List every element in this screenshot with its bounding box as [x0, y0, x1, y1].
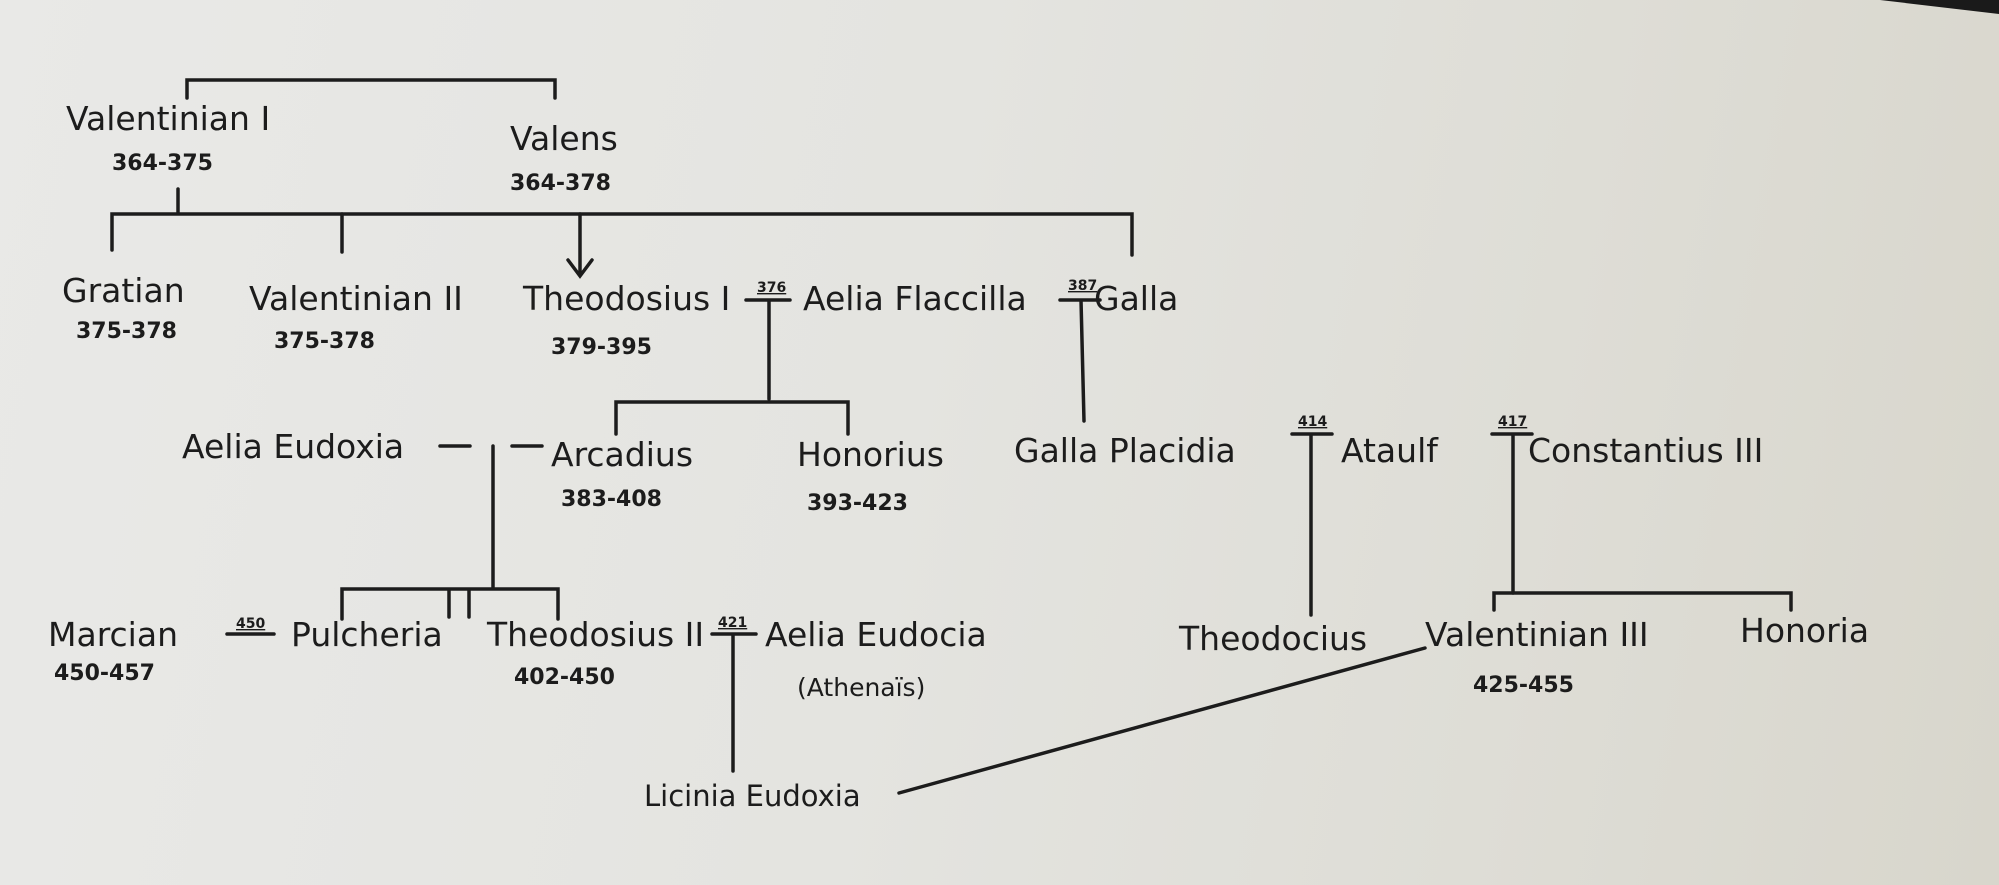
- reign-valentinian-i: 364-375: [112, 151, 213, 176]
- reign-honorius: 393-423: [807, 491, 908, 516]
- alias-athenais: (Athenaïs): [797, 673, 925, 702]
- reign-valentinian-ii: 375-378: [274, 329, 375, 354]
- person-valentinian-iii: Valentinian III: [1425, 615, 1649, 654]
- arcadius-honorius-bracket: [614, 400, 850, 436]
- marriage-year-414: 414: [1298, 414, 1327, 430]
- constantius-children-bracket: [1492, 591, 1793, 612]
- person-theodocius: Theodocius: [1178, 619, 1367, 658]
- marriage-line-421: [710, 632, 758, 773]
- person-honoria: Honoria: [1740, 611, 1869, 650]
- connectors: [110, 78, 1793, 795]
- person-aelia-eudocia: Aelia Eudocia: [765, 615, 987, 654]
- children-bracket: [110, 212, 1134, 257]
- person-gratian: Gratian: [62, 271, 185, 310]
- reign-gratian: 375-378: [76, 319, 177, 344]
- person-galla: Galla: [1094, 279, 1178, 318]
- person-constantius-iii: Constantius III: [1528, 431, 1763, 470]
- reign-marcian: 450-457: [54, 661, 155, 686]
- marriage-year-450: 450: [236, 616, 265, 632]
- dark-corner: [1880, 0, 1999, 14]
- reign-valentinian-iii: 425-455: [1473, 673, 1574, 698]
- person-pulcheria: Pulcheria: [291, 615, 443, 654]
- marriage-year-387: 387: [1068, 278, 1097, 294]
- marriage-line-417: [1490, 432, 1534, 595]
- reign-theodosius-i: 379-395: [551, 335, 652, 360]
- person-valentinian-ii: Valentinian II: [249, 279, 463, 318]
- arcadius-children-bracket: [340, 587, 560, 621]
- marriage-line-valentinian-licinia: [897, 646, 1427, 795]
- marriage-year-376: 376: [757, 280, 786, 296]
- marriage-line-414: [1290, 432, 1334, 617]
- marriage-year-421: 421: [718, 615, 747, 631]
- brothers-bracket: [185, 78, 557, 100]
- marriage-line-376: [744, 298, 792, 401]
- reign-arcadius: 383-408: [561, 487, 662, 512]
- person-aelia-flaccilla: Aelia Flaccilla: [803, 279, 1027, 318]
- person-honorius: Honorius: [797, 435, 944, 474]
- person-arcadius: Arcadius: [551, 435, 693, 474]
- marriage-line-387: [1058, 298, 1102, 423]
- person-valentinian-i: Valentinian I: [66, 99, 270, 138]
- arcadius-eudoxia-line: [438, 444, 544, 589]
- marriage-year-417: 417: [1498, 414, 1527, 430]
- person-galla-placidia: Galla Placidia: [1014, 431, 1236, 470]
- person-theodosius-i: Theodosius I: [522, 279, 730, 318]
- person-licinia-eudoxia: Licinia Eudoxia: [644, 779, 861, 813]
- reign-valens: 364-378: [510, 171, 611, 196]
- person-theodosius-ii: Theodosius II: [486, 615, 704, 654]
- person-ataulf: Ataulf: [1341, 431, 1439, 470]
- valens-to-theodosius-arrow: [566, 212, 594, 279]
- person-aelia-eudoxia: Aelia Eudoxia: [182, 427, 404, 466]
- person-valens: Valens: [510, 119, 618, 158]
- person-marcian: Marcian: [48, 615, 178, 654]
- reign-theodosius-ii: 402-450: [514, 665, 615, 690]
